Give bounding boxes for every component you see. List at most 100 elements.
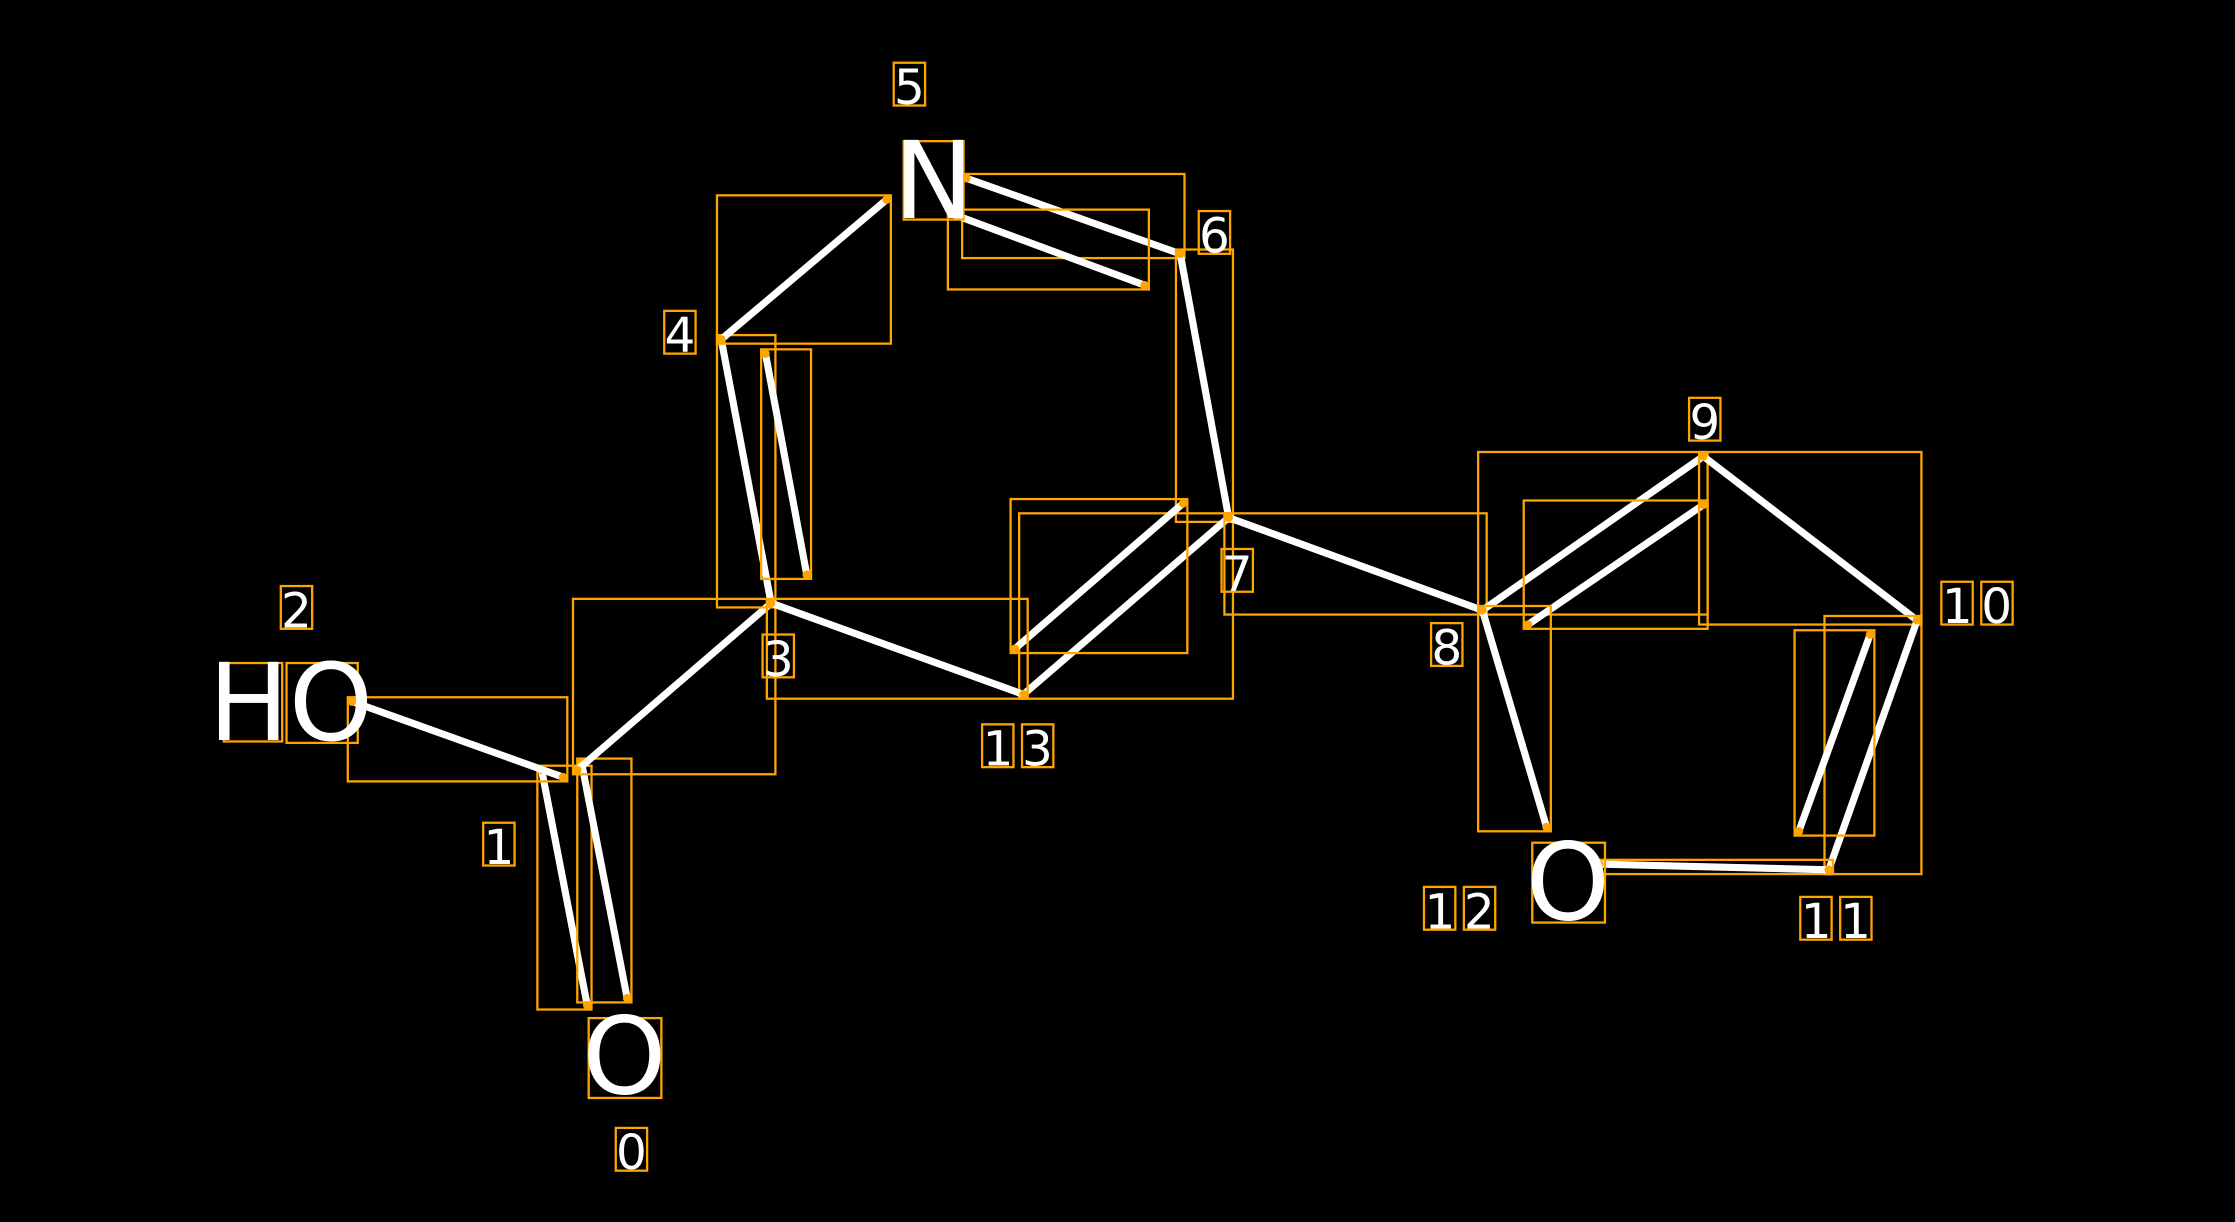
atom-label-box <box>587 1016 663 1100</box>
bond-endpoint <box>1595 859 1604 869</box>
bond-endpoint <box>347 697 357 706</box>
atom-index-label: 5 <box>894 60 925 116</box>
bond-line <box>769 599 1025 698</box>
bond-bounding-box <box>1476 604 1552 833</box>
bond-bounding-box <box>946 208 1150 291</box>
bond-9-10 <box>1697 450 1923 626</box>
bond-endpoint <box>802 570 812 579</box>
bond-bounding-box <box>715 194 893 345</box>
bond-7-13 <box>1009 497 1235 700</box>
atom-index-box <box>1462 885 1497 931</box>
bond-endpoint <box>716 335 726 344</box>
atom-index-box <box>1687 396 1722 442</box>
atom-10: 10 <box>1940 579 2021 635</box>
atom-9: 9 <box>1687 395 1722 451</box>
atom-index-box <box>614 1126 649 1172</box>
bond-bounding-box <box>765 597 1029 700</box>
bond-endpoint <box>1865 630 1875 639</box>
bond-bounding-box <box>1018 512 1235 700</box>
bond-line <box>1478 609 1550 829</box>
bond-line <box>1701 453 1920 624</box>
bond-endpoint <box>1224 513 1233 522</box>
atom-index-box <box>482 821 516 867</box>
atom-index-label: 1 <box>483 820 514 876</box>
bond-line <box>1021 514 1232 698</box>
bond-bounding-box <box>1223 512 1488 616</box>
atom-index-label: 6 <box>1199 208 1230 264</box>
bond-endpoint <box>1175 249 1185 259</box>
atom-0: O0 <box>582 996 666 1182</box>
bond-endpoint <box>1178 499 1188 508</box>
atom-7: 7 <box>1220 546 1255 602</box>
atom-index-box <box>663 309 697 355</box>
atom-4: 4 <box>663 308 697 364</box>
atom-index-label: 0 <box>616 1125 647 1181</box>
atom-index-box <box>1020 723 1055 769</box>
bond-endpoint <box>558 772 568 782</box>
atom-3: 3 <box>761 632 796 688</box>
bond-bounding-box <box>536 764 593 1011</box>
bond-line-inner <box>761 352 811 576</box>
bond-bounding-box <box>1009 497 1189 655</box>
bond-line <box>574 600 774 773</box>
atom-index-label: 12 <box>1424 884 1503 940</box>
atom-index-box <box>980 723 1015 769</box>
atom-index-box <box>892 61 927 107</box>
bond-line <box>965 174 1182 258</box>
atom-index-label: 10 <box>1942 579 2021 635</box>
atom-6: 6 <box>1197 208 1232 264</box>
atom-13: 13 <box>980 722 1055 778</box>
bond-line <box>717 338 775 604</box>
atom-index-box <box>1839 895 1873 941</box>
bond-bounding-box <box>1593 858 1835 876</box>
bond-endpoint <box>573 765 582 775</box>
bond-endpoint <box>1019 690 1028 699</box>
bond-bounding-box <box>715 333 777 609</box>
bond-3-4 <box>715 333 813 609</box>
atom-index-label: 7 <box>1222 546 1253 602</box>
atom-index-label: 4 <box>664 308 695 364</box>
bond-6-7 <box>1174 248 1235 524</box>
bond-endpoint <box>1523 620 1533 629</box>
bond-1-3 <box>571 597 777 776</box>
bond-line-inner <box>1526 501 1706 628</box>
atom-label-box <box>285 661 359 745</box>
bond-line <box>1480 453 1706 614</box>
bond-1-0 <box>536 757 633 1011</box>
atom-11: 11 <box>1799 894 1880 950</box>
atom-index-box <box>1422 885 1457 931</box>
bond-bounding-box <box>1793 629 1876 837</box>
bond-line-inner <box>578 762 631 999</box>
atom-index-box <box>1980 580 2014 626</box>
atom-index-box <box>1429 621 1464 668</box>
atom-symbol: O <box>582 996 666 1120</box>
bond-line <box>350 698 565 781</box>
atom-index-box <box>761 633 796 679</box>
bond-endpoint <box>622 993 632 1003</box>
bond-line <box>718 196 889 343</box>
bond-bounding-box <box>571 597 777 776</box>
bond-endpoint <box>1542 822 1551 832</box>
bond-11-12 <box>1593 858 1835 876</box>
atom-label-box <box>222 661 284 743</box>
atom-5: N5 <box>892 60 974 244</box>
bond-8-9 <box>1476 450 1709 630</box>
bond-bounding-box <box>346 696 569 783</box>
bond-bounding-box <box>1697 450 1923 626</box>
atom-1: 1 <box>482 820 516 876</box>
atom-12: O12 <box>1422 822 1610 946</box>
atom-index-box <box>1197 209 1232 255</box>
bond-endpoint <box>1010 644 1020 654</box>
bond-line-inner <box>1012 500 1186 652</box>
bond-7-8 <box>1223 512 1488 616</box>
atom-index-box <box>1940 580 1974 626</box>
atom-index-label: 11 <box>1801 894 1880 950</box>
bond-line <box>1599 860 1829 874</box>
bond-bounding-box <box>760 348 813 581</box>
bond-bounding-box <box>576 757 633 1004</box>
bond-line <box>1825 619 1921 871</box>
atom-index-label: 9 <box>1689 395 1720 451</box>
bond-line <box>1227 514 1484 614</box>
bond-endpoint <box>761 349 770 358</box>
